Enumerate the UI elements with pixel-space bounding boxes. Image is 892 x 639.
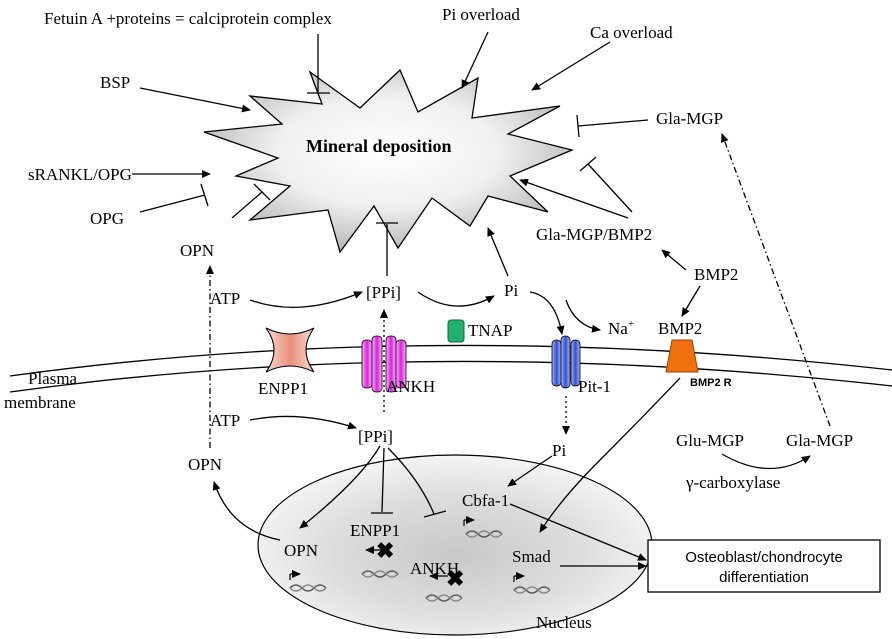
membrane-label: membrane bbox=[4, 393, 76, 412]
opn-nuclear-export-arrow bbox=[212, 481, 281, 541]
ppi-inhibit-ankh-line bbox=[387, 447, 435, 515]
gla-mgp-inhibit-bar bbox=[576, 114, 580, 138]
opn-nucleus-label: OPN bbox=[284, 541, 318, 560]
opn-mid-label: OPN bbox=[188, 455, 222, 474]
ppi-inhibit-enpp1-line bbox=[381, 447, 385, 513]
dna-enpp1-icon bbox=[361, 546, 399, 578]
ca-overload-label: Ca overload bbox=[590, 23, 673, 42]
pi-bottom-label: Pi bbox=[552, 441, 566, 460]
pi-to-star-arrow bbox=[487, 227, 509, 277]
atp-bottom-label: ATP bbox=[210, 411, 240, 430]
dna-opn-icon bbox=[289, 574, 327, 592]
opg-inhibit-line bbox=[139, 194, 206, 213]
atp-top-label: ATP bbox=[210, 289, 240, 308]
enpp1-block-x-icon: ✖ bbox=[376, 538, 394, 563]
ankh-label: ANKH bbox=[386, 377, 435, 396]
bsp-arrow bbox=[139, 87, 251, 113]
ankh-block-x-icon: ✖ bbox=[446, 566, 464, 591]
glu-mgp-label: Glu-MGP bbox=[676, 431, 744, 450]
dna-ankh-icon bbox=[425, 572, 463, 602]
membrane-outer-line bbox=[9, 344, 892, 377]
gla-mgp-bottom-label: Gla-MGP bbox=[786, 431, 853, 450]
ankh-protein-icon bbox=[361, 335, 407, 393]
ppi-to-pi-arrow bbox=[417, 291, 495, 307]
pit1-transporter-icon bbox=[551, 335, 581, 389]
carboxylation-arrow bbox=[721, 453, 811, 470]
atp-bottom-to-ppi-arrow bbox=[249, 415, 357, 430]
gla-mgp-bmp2-label: Gla-MGP/BMP2 bbox=[536, 225, 652, 244]
cbfa-to-osteo-arrow bbox=[509, 503, 647, 561]
gla-mgp-top-label: Gla-MGP bbox=[656, 109, 723, 128]
pi-to-pit1-arrow bbox=[529, 291, 565, 335]
gla-mgp-inhibit-line bbox=[577, 119, 649, 127]
ppi-bottom-label: [PPi] bbox=[358, 427, 393, 446]
bmp2-receptor-icon bbox=[665, 339, 699, 373]
opn-inhibit-bar bbox=[253, 183, 271, 201]
enpp1-label: ENPP1 bbox=[258, 379, 308, 398]
osteo-differentiation-box bbox=[647, 539, 881, 593]
bmp2r-label: BMP2 R bbox=[690, 377, 732, 389]
dna-smad-icon bbox=[513, 576, 551, 594]
tnap-enzyme-icon bbox=[447, 319, 465, 343]
pi-overload-label: Pi overload bbox=[442, 5, 520, 24]
bmp2r-to-smad-arrow bbox=[539, 377, 681, 533]
bsp-label: BSP bbox=[100, 73, 130, 92]
opg-label: OPG bbox=[90, 209, 124, 228]
atp-to-ppi-arrow bbox=[249, 291, 363, 308]
smad-label: Smad bbox=[512, 547, 551, 566]
opg-inhibit-bar bbox=[200, 183, 209, 207]
pit1-to-na-arrow bbox=[565, 299, 601, 333]
mineral-deposition-label: Mineral deposition bbox=[306, 136, 452, 156]
opn-inhibit-line bbox=[231, 191, 263, 219]
gla-mgp-bmp2-inhibit-bar bbox=[579, 156, 597, 172]
plasma-label: Plasma bbox=[28, 369, 78, 388]
gla-mgp-secretion-dashdot bbox=[721, 133, 831, 427]
cbfa-label: Cbfa-1 bbox=[462, 491, 509, 510]
ankh-nucleus-label: ANKH bbox=[410, 559, 459, 578]
ca-overload-arrow bbox=[531, 41, 611, 91]
osteo-line1-label: Osteoblast/chondrocyte bbox=[685, 549, 843, 566]
membrane-inner-line bbox=[9, 360, 892, 393]
pi-overload-arrow bbox=[461, 31, 489, 89]
enpp1-nucleus-label: ENPP1 bbox=[350, 521, 400, 540]
pit1-label: Pit-1 bbox=[578, 377, 611, 396]
gamma-carboxylase-label: γ-carboxylase bbox=[685, 473, 780, 492]
dna-cbfa-icon bbox=[463, 520, 503, 538]
srankl-opg-label: sRANKL/OPG bbox=[28, 165, 132, 184]
osteo-line2-label: differentiation bbox=[719, 569, 809, 586]
enpp1-protein-icon bbox=[265, 327, 315, 373]
opn-top-label: OPN bbox=[180, 241, 214, 260]
ppi-to-opn-arrow bbox=[299, 445, 381, 529]
gla-mgp-bmp2-inhibit-line bbox=[587, 163, 633, 213]
bmp2-to-complex-arrow bbox=[661, 249, 687, 271]
pi-to-cbfa-arrow bbox=[507, 455, 553, 487]
ppi-top-label: [PPi] bbox=[366, 283, 401, 302]
nucleus-label: Nucleus bbox=[536, 613, 592, 632]
na-label: Na+ bbox=[608, 318, 634, 338]
bmp2-lower-label: BMP2 bbox=[658, 319, 702, 338]
bmp2-down-arrow bbox=[681, 285, 701, 317]
mineral-deposition-star bbox=[203, 68, 575, 254]
pi-top-label: Pi bbox=[504, 281, 518, 300]
tnap-label: TNAP bbox=[468, 321, 512, 340]
ppi-inhibit-ankh-bar bbox=[423, 510, 447, 518]
fetuin-label: Fetuin A +proteins = calciprotein comple… bbox=[44, 9, 332, 28]
gla-mgp-bmp2-arrow bbox=[519, 178, 629, 219]
bmp2-upper-label: BMP2 bbox=[694, 265, 738, 284]
